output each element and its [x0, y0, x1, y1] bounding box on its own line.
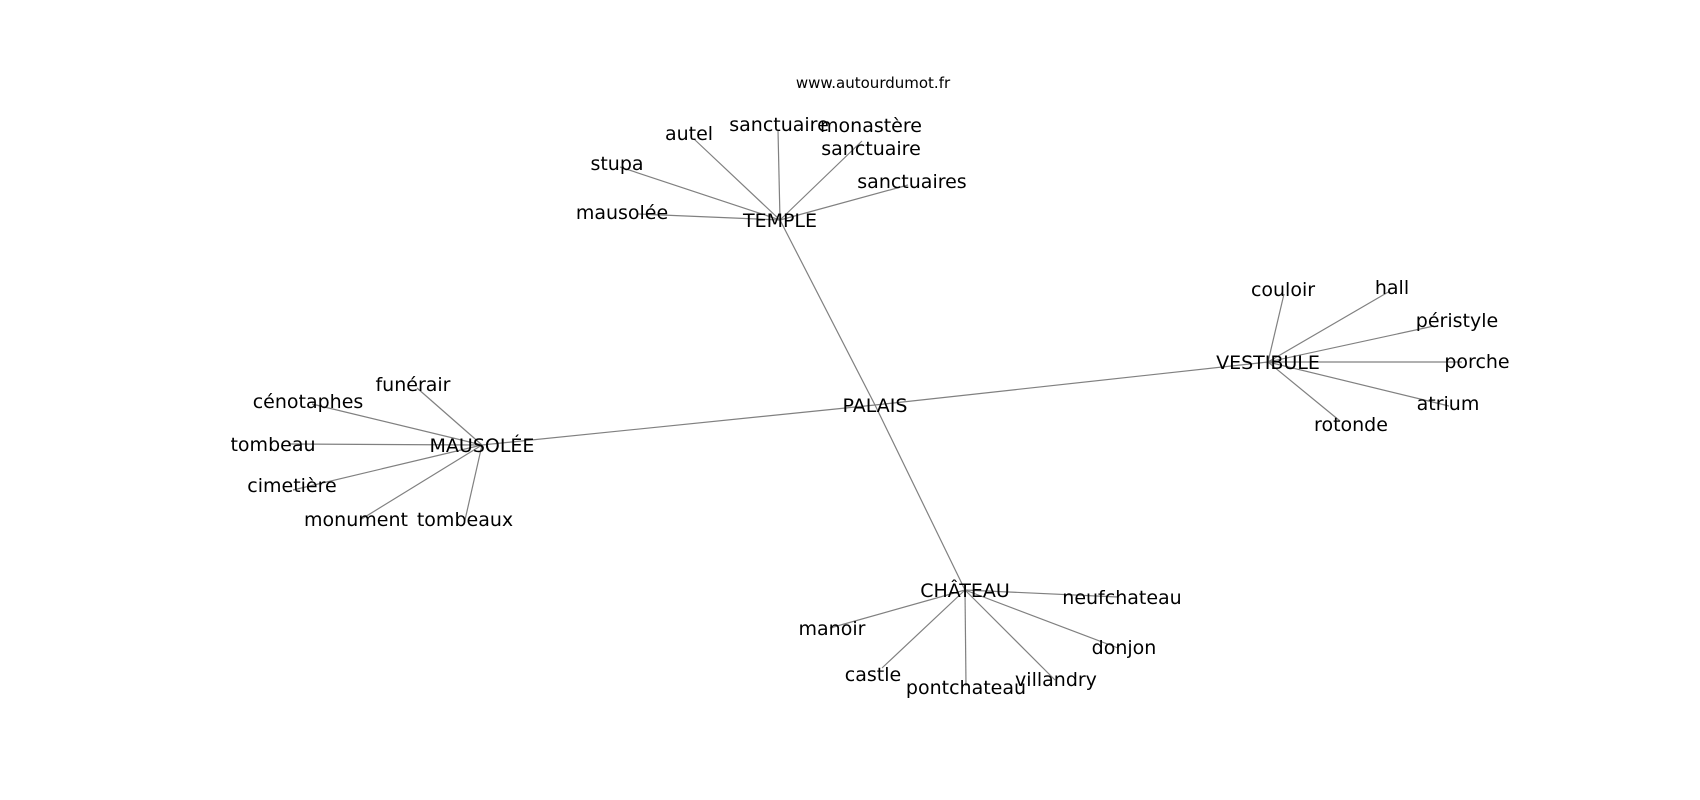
- edge-chateau-donjon: [964, 589, 1119, 649]
- labels-layer: www.autourdumot.fr PALAIS TEMPLE VESTIBULE…: [230, 74, 1509, 699]
- node-sanctuaires: sanctuaires: [857, 171, 966, 193]
- node-temple: TEMPLE: [742, 210, 817, 232]
- edge-palais-temple: [779, 219, 876, 406]
- edge-chateau-castle: [881, 589, 966, 669]
- node-atrium: atrium: [1417, 393, 1480, 415]
- edge-vestibule-atrium: [1267, 361, 1450, 407]
- node-neufchateau: neufchateau: [1062, 587, 1181, 609]
- node-pontchateau: pontchateau: [906, 677, 1026, 699]
- edge-chateau-neufchateau: [964, 589, 1119, 598]
- edge-chateau-pontchateau: [964, 589, 967, 687]
- node-mausolee: mausolée: [576, 202, 668, 224]
- edge-chateau-villandry: [964, 589, 1056, 681]
- edge-vestibule-hall: [1267, 290, 1391, 363]
- edges-layer: [287, 129, 1462, 687]
- node-tombeaux: tombeaux: [417, 509, 513, 531]
- edge-mausolee-cimetiere: [292, 444, 483, 491]
- node-peristyle: péristyle: [1416, 310, 1498, 332]
- node-autel: autel: [665, 123, 713, 145]
- node-tombeau: tombeau: [230, 434, 315, 456]
- node-hall: hall: [1375, 277, 1409, 299]
- edge-chateau-manoir: [829, 589, 966, 629]
- edge-palais-mausolee: [481, 404, 876, 446]
- node-cimetiere: cimetière: [247, 475, 336, 497]
- node-palais: PALAIS: [843, 395, 908, 417]
- node-sanctuaire: sanctuaire: [729, 114, 829, 136]
- node-villandry: villandry: [1015, 669, 1097, 691]
- node-funerair: funérair: [375, 374, 450, 396]
- node-couloir: couloir: [1251, 279, 1315, 301]
- node-monument: monument: [304, 509, 408, 531]
- edge-temple-sanctuaires: [779, 184, 909, 221]
- node-mausolee: MAUSOLÉE: [430, 434, 535, 457]
- node-donjon: donjon: [1092, 637, 1157, 659]
- edge-mausolee-tombeaux: [464, 444, 483, 521]
- edge-temple-mausolee: [637, 213, 781, 221]
- edge-mausolee-tombeau: [287, 443, 483, 446]
- edge-temple-stupa: [619, 166, 781, 221]
- edge-vestibule-rotonde: [1267, 361, 1341, 422]
- edge-vestibule-peristyle: [1267, 325, 1435, 363]
- edge-mausolee-funerair: [416, 387, 483, 446]
- node-stupa: stupa: [590, 153, 643, 175]
- node-castle: castle: [845, 664, 901, 686]
- edge-palais-vestibule: [874, 361, 1269, 406]
- node-manoir: manoir: [799, 618, 866, 640]
- node-rotonde: rotonde: [1314, 414, 1388, 436]
- edge-temple-sanctuaire: [777, 129, 781, 221]
- edge-mausolee-cenotaphes: [311, 403, 483, 446]
- node-chateau: CHÂTEAU: [920, 579, 1010, 602]
- edge-palais-chateau: [874, 404, 966, 591]
- node-porche: porche: [1444, 351, 1509, 373]
- edge-mausolee-monument: [359, 444, 483, 521]
- node-cenotaphes: cénotaphes: [253, 391, 364, 413]
- edge-temple-autel: [693, 138, 781, 221]
- edge-vestibule-couloir: [1267, 293, 1285, 363]
- edge-temple-monastere-sanctuaire: [779, 140, 863, 221]
- node-vestibule: VESTIBULE: [1216, 352, 1320, 374]
- watermark-text: www.autourdumot.fr: [796, 74, 951, 92]
